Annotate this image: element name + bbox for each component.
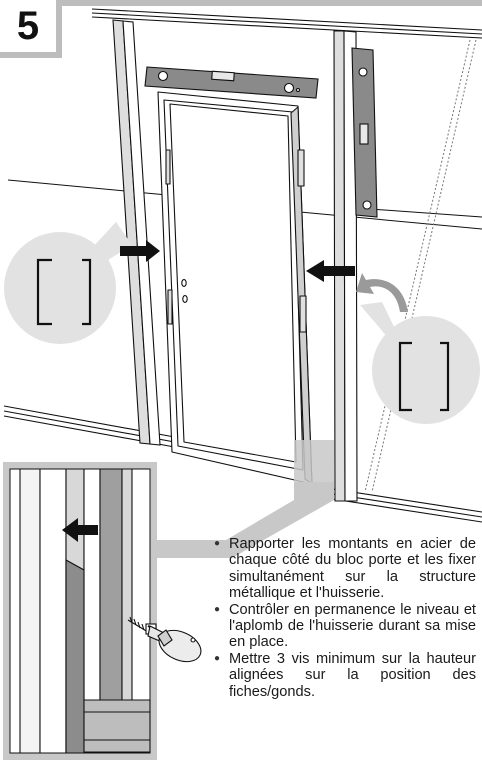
dotted-guides (364, 39, 477, 493)
rotate-arrow-icon (356, 273, 408, 312)
push-arrow-left-icon (120, 240, 160, 262)
instruction-item: Contrôler en permanence le niveau et l'a… (214, 602, 476, 651)
horizontal-level (144, 66, 319, 99)
detail-inset (3, 462, 158, 760)
screw-icon (127, 616, 149, 633)
step-badge: 5 (0, 0, 62, 58)
left-metal-stud (112, 19, 161, 446)
ceiling-rail (91, 8, 482, 39)
header-bar (62, 0, 482, 6)
push-arrow-right-icon (306, 260, 355, 282)
instructions-list: Rapporter les montants en acier de chaqu… (214, 536, 476, 700)
instruction-item: Mettre 3 vis minimum sur la hauteur alig… (214, 651, 476, 700)
right-stud-profile-callout (360, 302, 480, 424)
instruction-item: Rapporter les montants en acier de chaqu… (214, 536, 476, 602)
left-stud-profile-callout (4, 222, 132, 344)
drill-icon (147, 625, 202, 663)
vertical-level (351, 47, 378, 218)
step-number: 5 (16, 4, 40, 48)
door-block (157, 91, 313, 485)
junction-highlight (294, 440, 334, 482)
detail-push-arrow-icon (62, 518, 98, 542)
